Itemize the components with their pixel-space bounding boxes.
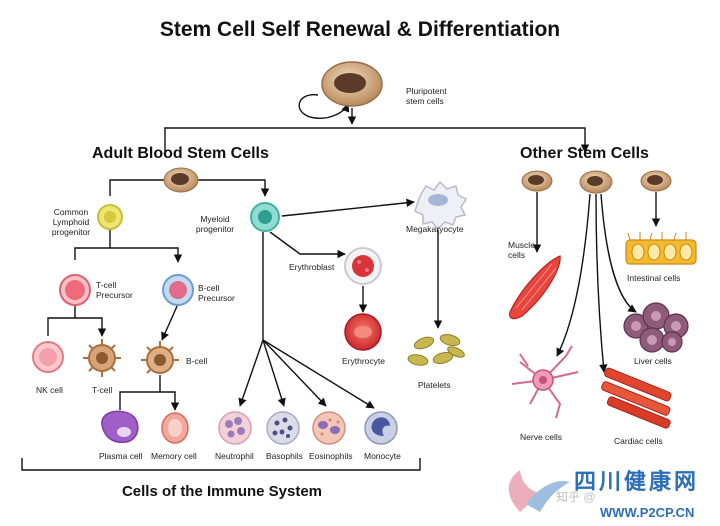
immune-bracket [21, 458, 421, 471]
adult-blood-stem-cells-heading: Adult Blood Stem Cells [92, 145, 269, 162]
eosinophils-label: Eosinophils [309, 451, 353, 461]
self-renewal-arrow [298, 94, 350, 119]
lymphoid-split-line [74, 247, 183, 263]
intestinal-stem-cell-icon [640, 170, 672, 192]
t-cell-icon [83, 339, 121, 377]
b-cell-label: B-cell [186, 356, 208, 366]
intestinal-cells-label: Intestinal cells [627, 273, 681, 283]
liver-cells-label: Liver cells [634, 356, 672, 366]
memory-cell-icon [161, 412, 189, 444]
erythrocyte-icon [344, 313, 382, 351]
multi-stem-cell-icon [579, 170, 613, 194]
other-stem-cells-heading: Other Stem Cells [520, 145, 649, 162]
monocyte-label: Monocyte [364, 451, 401, 461]
platelets-icon [407, 334, 465, 366]
erythroblast-label: Erythroblast [289, 262, 335, 272]
plasma-cell-label: Plasma cell [99, 451, 143, 461]
nerve-cell-icon [511, 345, 579, 419]
adult-stem-cell-icon [163, 167, 199, 193]
connector-lines [47, 94, 661, 411]
nk-cell-label: NK cell [36, 385, 63, 395]
liver-cells-icon [623, 302, 689, 353]
tcell-split-line [47, 317, 107, 337]
nerve-cells-label: Nerve cells [520, 432, 563, 442]
erythro-line [269, 231, 346, 259]
intestinal-cells-icon [625, 232, 697, 265]
basophil-icon [266, 411, 300, 445]
muscle-stem-cell-icon [521, 170, 553, 192]
cardiac-cells-icon [601, 367, 672, 429]
main-split-line [164, 127, 590, 153]
nk-cell-icon [32, 341, 64, 373]
bcell-precursor-icon [162, 274, 194, 306]
watermark-url: WWW.P2CP.CN [600, 505, 695, 520]
diagram-title: Stem Cell Self Renewal & Differentiation [159, 18, 561, 41]
erythrocyte-label: Erythrocyte [342, 356, 385, 366]
megakaryocyte-label: Megakaryocyte [406, 224, 464, 234]
t-cell-label: T-cell [92, 385, 113, 395]
eosinophil-icon [312, 411, 346, 445]
mega-line [281, 198, 415, 217]
immune-system-caption: Cells of the Immune System [121, 483, 323, 500]
neutrophil-label: Neutrophil [215, 451, 254, 461]
lymphoid-progenitor-icon [97, 204, 123, 230]
platelets-label: Platelets [418, 380, 451, 390]
b-cell-icon [141, 341, 179, 374]
erythroblast-icon [344, 247, 382, 285]
basophils-label: Basophils [266, 451, 303, 461]
pluripotent-cell-icon [321, 61, 383, 107]
myeloid-progenitor-icon [250, 202, 280, 232]
monocyte-icon [364, 411, 398, 445]
bcell-line [161, 303, 179, 341]
watermark-title: 四川健康网 [574, 469, 700, 494]
watermark-logo-icon [508, 470, 570, 512]
plasma-cell-icon [101, 410, 139, 444]
tcell-precursor-icon [59, 274, 91, 306]
neutrophil-icon [218, 411, 252, 445]
megakaryocyte-icon [414, 180, 468, 231]
bcell-split-line [119, 391, 180, 411]
watermark-faint-text: 知乎 @ [556, 490, 596, 504]
cardiac-cells-label: Cardiac cells [614, 436, 663, 446]
memory-cell-label: Memory cell [151, 451, 197, 461]
muscle-cells-icon [509, 255, 561, 320]
